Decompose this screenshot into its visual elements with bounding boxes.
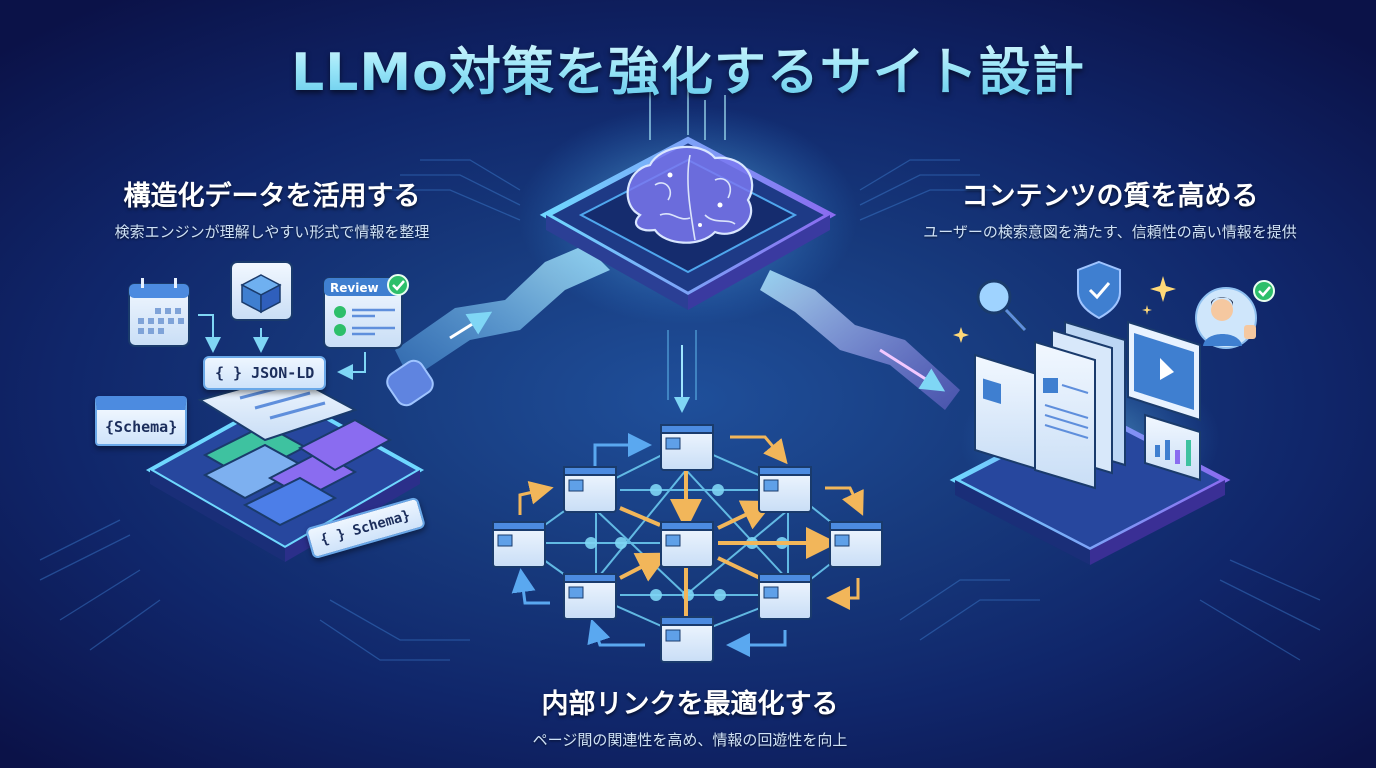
section-heading: コンテンツの質を高める: [961, 181, 1259, 212]
sparkle-icon: [953, 276, 1176, 343]
magnifier-icon: [976, 279, 1028, 333]
pipe-connector: [386, 359, 434, 407]
section-subtitle: ページ間の関連性を高め、情報の回遊性を向上: [532, 731, 848, 749]
section-heading: 内部リンクを最適化する: [541, 689, 839, 720]
page-title: LLMo対策を強化するサイト設計: [0, 30, 1376, 105]
content-quality-platform: [949, 320, 1231, 565]
section-subtitle: ユーザーの検索意図を満たす、信頼性の高い情報を提供: [923, 223, 1297, 241]
section-subtitle: 検索エンジンが理解しやすい形式で情報を整理: [114, 223, 430, 241]
calendar-icon: [128, 278, 190, 347]
page-node: [492, 424, 883, 663]
section-structured-data: 構造化データを活用する 検索エンジンが理解しやすい形式で情報を整理: [92, 174, 452, 242]
review-label: Review: [330, 281, 379, 295]
section-content-quality: コンテンツの質を高める ユーザーの検索意図を満たす、信頼性の高い情報を提供: [900, 174, 1320, 242]
ai-brain-chip-icon: [518, 80, 858, 325]
structured-data-platform: [145, 373, 425, 562]
internal-link-network: [492, 424, 883, 663]
json-ld-tag: { } JSON-LD: [203, 356, 327, 390]
section-internal-links: 内部リンクを最適化する ページ間の関連性を高め、情報の回遊性を向上: [490, 682, 890, 750]
user-thumbs-up-icon: [1195, 280, 1275, 349]
circuit-traces: [39, 159, 1321, 661]
schema-window-tag: {Schema}: [95, 396, 188, 446]
package-box-icon: [230, 261, 293, 321]
video-player-icon: [1127, 320, 1201, 422]
data-beam-right: [760, 270, 960, 410]
section-heading: 構造化データを活用する: [123, 181, 421, 212]
shield-check-icon: [1077, 260, 1121, 320]
review-checklist-icon: [323, 274, 409, 349]
bar-chart-icon: [1144, 413, 1201, 482]
